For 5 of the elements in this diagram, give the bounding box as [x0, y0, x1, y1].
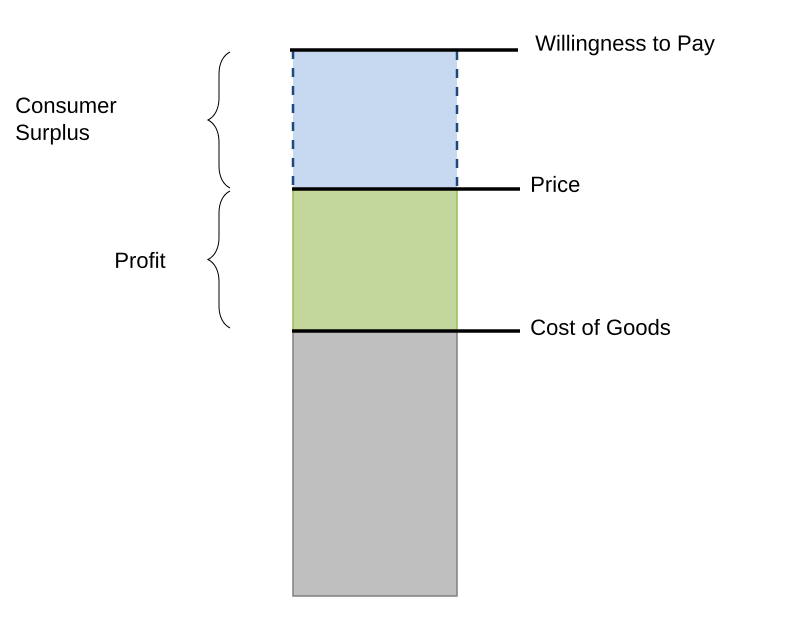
level-label: Price [532, 176, 580, 192]
level-label: Consumer Surplus [16, 98, 116, 144]
level-label: Willingness to Pay [535, 34, 715, 56]
level-label: Cost of Goods [531, 318, 670, 336]
level-label: Profit [116, 252, 166, 268]
